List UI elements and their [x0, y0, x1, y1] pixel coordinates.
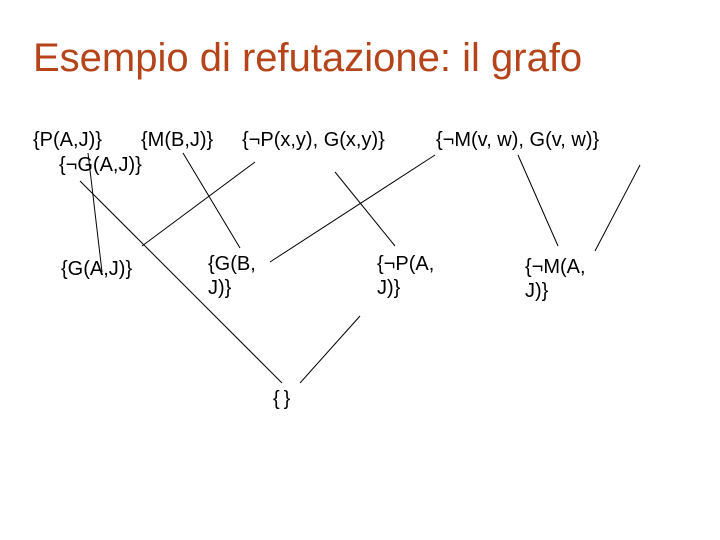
- resolvent-g-a-j: {G(A,J)}: [61, 258, 133, 280]
- resolvent-not-p-a-j: {¬P(A, J)}: [377, 252, 434, 300]
- edge-c5-to-empty: [79, 180, 283, 384]
- resolvent-g-b-j: {G(B, J)}: [208, 252, 256, 300]
- clause-m-b-j: {M(B,J)}: [141, 129, 214, 151]
- edge-c3-to-r3: [334, 171, 396, 247]
- clause-not-p-or-g: {¬P(x,y), G(x,y)}: [242, 129, 385, 151]
- resolvent-g-b-j-line1: {G(B,: [208, 253, 256, 275]
- resolvent-not-p-a-j-line2: J)}: [377, 277, 401, 299]
- edge-c3-to-r1: [141, 161, 256, 247]
- clause-p-a-j: {P(A,J)}: [33, 129, 102, 151]
- edge-c4-to-r4: [517, 154, 559, 247]
- clause-not-m-or-g: {¬M(v, w), G(v, w)}: [436, 129, 600, 151]
- resolvent-not-m-a-j-line1: {¬M(A,: [525, 256, 586, 278]
- clause-not-g-a-j: {¬G(A,J)}: [59, 154, 142, 176]
- resolvent-not-m-a-j: {¬M(A, J)}: [525, 255, 586, 303]
- edge-c1-to-r1: [87, 152, 103, 273]
- empty-clause: {}: [273, 388, 295, 410]
- edge-c4b-to-r4: [594, 164, 641, 252]
- edge-c2-to-r2: [182, 152, 241, 249]
- resolvent-g-b-j-line2: J)}: [208, 277, 232, 299]
- resolvent-not-p-a-j-line1: {¬P(A,: [377, 253, 435, 275]
- slide-title: Esempio di refutazione: il grafo: [33, 36, 583, 80]
- edge-r3-to-empty: [299, 315, 361, 384]
- edge-c4-to-r2: [269, 154, 436, 263]
- resolvent-not-m-a-j-line2: J)}: [525, 280, 549, 302]
